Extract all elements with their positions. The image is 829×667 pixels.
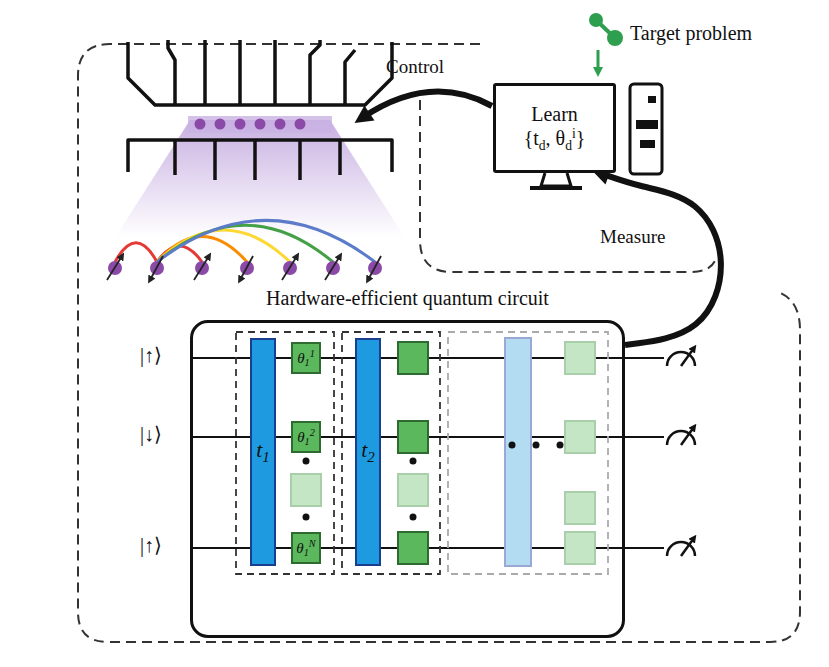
rotation-gate: θ11 <box>291 342 321 374</box>
circuit-box: Hardware-efficient quantum circuitt1θ11θ… <box>190 320 625 638</box>
monitor-base <box>530 186 582 190</box>
layer-bracket <box>448 332 608 574</box>
spin-arrow <box>282 256 297 280</box>
histogram-bar <box>636 120 658 129</box>
spin-arrow <box>240 256 253 280</box>
monitor-stand <box>541 173 571 186</box>
spin-arrow <box>107 256 122 280</box>
ket-label: |↑⟩ <box>140 344 162 367</box>
ellipsis-dot <box>303 458 310 465</box>
rotation-gate <box>291 474 321 506</box>
measurement-meters <box>664 344 698 560</box>
meter <box>664 423 698 449</box>
rotation-gate <box>398 532 428 564</box>
interaction-arc <box>115 243 157 262</box>
meter <box>664 344 698 370</box>
edge-label: Measure <box>598 226 667 248</box>
entangling-block: t2 <box>355 338 381 566</box>
spin-chain <box>107 220 382 280</box>
histogram-panel <box>630 84 662 174</box>
ellipsis-dot <box>533 442 540 449</box>
ion <box>195 119 206 130</box>
rotation-gate <box>565 342 595 374</box>
spin-arrow <box>325 256 340 280</box>
node-text: θ11 <box>297 348 315 369</box>
faded-entangler <box>505 338 531 566</box>
ellipsis-dots <box>303 442 564 521</box>
circuit-heading: Hardware-efficient quantum circuit <box>193 287 622 310</box>
ellipsis-dot <box>410 458 417 465</box>
target-label: Target problem <box>630 22 752 45</box>
ion <box>215 119 226 130</box>
molecule-atom <box>589 13 603 27</box>
spin-arrow <box>150 256 163 280</box>
histogram-bar <box>640 140 655 148</box>
rotation-gate <box>398 474 428 506</box>
node-text: t1 <box>256 437 270 466</box>
ion <box>295 119 306 130</box>
rotation-gates <box>291 342 595 564</box>
node-text: θ1N <box>296 538 315 559</box>
spin-arrow <box>194 256 209 280</box>
molecule-atom <box>607 30 623 46</box>
layer-bracket <box>342 332 440 574</box>
ion-chain-beam <box>188 116 332 133</box>
rotation-gate <box>565 421 595 453</box>
rotation-gate: θ1N <box>291 532 321 564</box>
ion <box>235 119 246 130</box>
node-text: {td, θdi} <box>524 126 586 154</box>
ion <box>275 119 286 130</box>
node-text: θ12 <box>297 427 315 448</box>
feedback-loop <box>78 44 800 642</box>
target-arrow <box>597 50 600 72</box>
measure-arrow <box>600 173 721 345</box>
rotation-gate <box>565 492 595 524</box>
rotation-gate <box>565 532 595 564</box>
rotation-gate <box>398 342 428 374</box>
node-text: t2 <box>361 437 375 466</box>
rotation-gate <box>398 421 428 453</box>
meter <box>664 534 698 560</box>
ket-label: |↑⟩ <box>140 534 162 557</box>
ellipsis-dot <box>303 514 310 521</box>
ellipsis-dot <box>410 514 417 521</box>
monitor-screen: Learn{td, θdi} <box>493 83 616 173</box>
entangling-block: t1 <box>250 338 276 566</box>
control-arrow <box>362 92 492 118</box>
node-text: Learn <box>531 103 578 126</box>
ellipsis-dot <box>509 442 516 449</box>
histogram-bar <box>648 96 656 103</box>
trapped-ions <box>195 119 306 130</box>
interaction-arc <box>157 220 375 262</box>
layer-bracket <box>236 332 334 574</box>
ellipsis-dot <box>557 442 564 449</box>
control-label: Control <box>386 56 444 78</box>
ion <box>255 119 266 130</box>
rotation-gate: θ12 <box>291 421 321 453</box>
spin-arrow <box>368 256 381 280</box>
trap-electrodes <box>128 40 392 180</box>
ket-label: |↓⟩ <box>140 423 162 446</box>
